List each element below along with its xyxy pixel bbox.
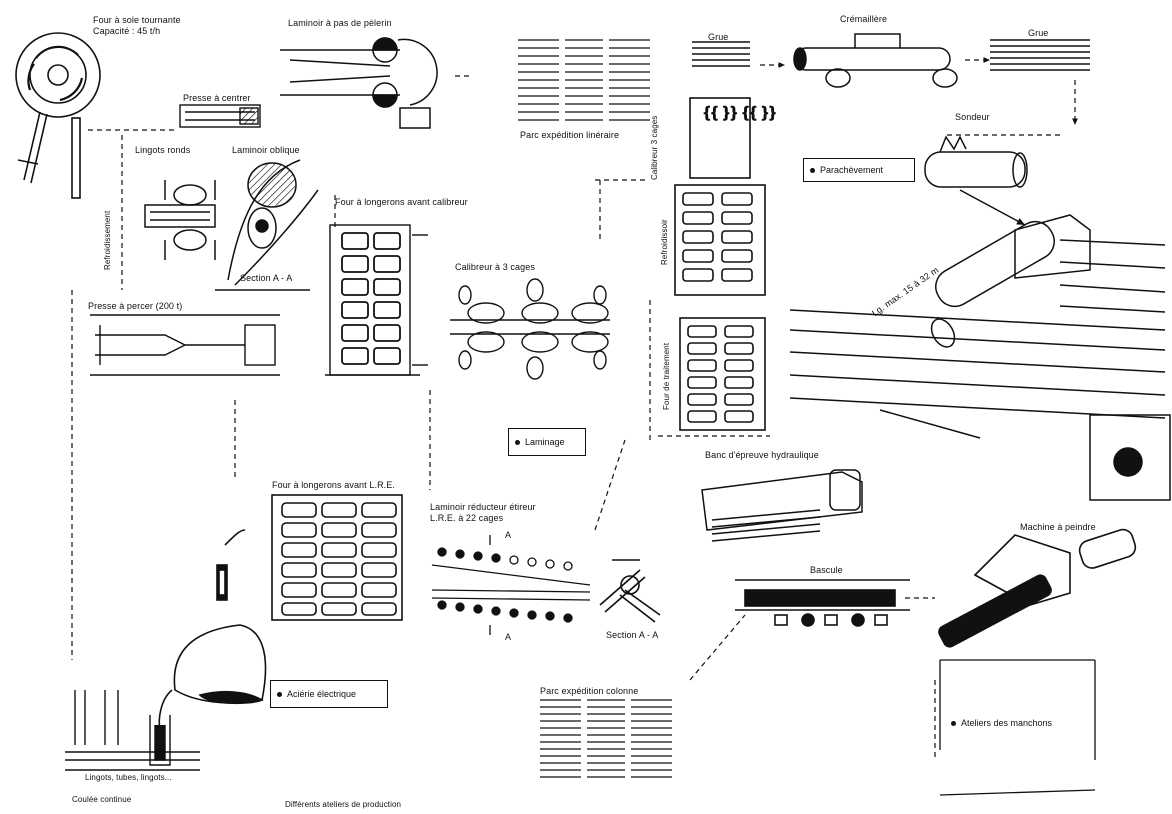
label-calibreur-vert: Calibreur 3 cages	[650, 116, 660, 180]
scale	[735, 580, 910, 626]
label-calibreur-3: Calibreur à 3 cages	[455, 262, 535, 272]
label-grue-1: Grue	[708, 32, 728, 42]
bullet-dot-icon	[277, 692, 282, 697]
label-a-bottom: A	[505, 632, 511, 642]
piercing-press	[90, 315, 280, 375]
label-refroidissement-vert: Refroidissement	[103, 211, 113, 270]
straightener-stack: {{ }} {{ }}	[675, 98, 776, 430]
label-grue-2: Grue	[1028, 28, 1048, 38]
label-machine-peindre: Machine à peindre	[1020, 522, 1096, 532]
box-acierie-text: Aciérie électrique	[287, 689, 356, 699]
finishing-pipe	[925, 137, 1027, 187]
shipping-park-column	[540, 696, 672, 781]
box-parachevement-text: Parachèvement	[820, 165, 883, 175]
label-sondeur: Sondeur	[955, 112, 990, 122]
label-laminoir-oblique: Laminoir oblique	[232, 145, 300, 155]
pilger-mill	[280, 38, 437, 128]
section-aa-cross	[600, 560, 660, 622]
label-section-aa-1: Section A - A	[240, 273, 292, 283]
box-ateliers-manchons: Ateliers des manchons	[945, 710, 1090, 736]
label-capacite: Capacité : 45 t/h	[93, 26, 160, 36]
shipping-park-linear	[518, 36, 650, 124]
label-banc-epreuve: Banc d'épreuve hydraulique	[705, 450, 819, 460]
label-lre-cages: L.R.E. à 22 cages	[430, 513, 503, 523]
walking-beam-furnace-2	[272, 495, 402, 620]
label-four-sole-tournante: Four à sole tournante	[93, 15, 181, 25]
crane-2	[990, 40, 1090, 70]
ladle	[159, 530, 265, 730]
paint-machine	[937, 527, 1138, 649]
label-lingots-tubes: Lingots, tubes, lingots...	[85, 773, 172, 783]
cutting-station	[790, 190, 1170, 500]
calibrator	[450, 279, 610, 379]
label-four-longerons-lre: Four à longerons avant L.R.E.	[272, 480, 395, 490]
label-caption: Différents ateliers de production	[285, 800, 401, 810]
bullet-dot-icon	[810, 168, 815, 173]
box-laminage: Laminage	[508, 428, 586, 456]
stretch-reducing-mill	[432, 535, 590, 635]
label-bascule: Bascule	[810, 565, 843, 575]
bullet-dot-icon	[515, 440, 520, 445]
box-ateliers-manchons-text: Ateliers des manchons	[961, 718, 1052, 728]
centering-press	[180, 105, 260, 127]
bullet-dot-icon	[951, 721, 956, 726]
box-parachevement: Parachèvement	[803, 158, 915, 182]
label-parc-lineraire: Parc expédition linéraire	[520, 130, 619, 140]
box-acierie: Aciérie électrique	[270, 680, 388, 708]
label-laminoir-pelerin: Laminoir à pas de pèlerin	[288, 18, 392, 28]
rotary-furnace	[16, 33, 100, 198]
box-laminage-text: Laminage	[525, 437, 565, 447]
label-refroidissoir-vert: Refroidissoir	[660, 219, 670, 265]
crane-1	[692, 42, 750, 66]
ingot-moulds	[65, 690, 200, 770]
rack-pipe	[794, 34, 957, 87]
label-presse-centrer: Presse à centrer	[183, 93, 251, 103]
label-coulee: Coulée continue	[72, 795, 131, 805]
label-section-aa-2: Section A - A	[606, 630, 658, 640]
label-four-traitement-vert: Four de traitement	[662, 343, 672, 410]
label-four-longerons-calibreur: Four à longerons avant calibreur	[335, 197, 468, 207]
label-a-top: A	[505, 530, 511, 540]
oblique-mill	[145, 160, 318, 290]
svg-text:{{ }} {{ }}: {{ }} {{ }}	[703, 105, 776, 122]
label-lingots-ronds: Lingots ronds	[135, 145, 190, 155]
walking-beam-furnace-1	[325, 225, 428, 375]
label-presse-percer: Presse à percer (200 t)	[88, 301, 182, 311]
label-cremaillere: Crémaillère	[840, 14, 887, 24]
label-parc-colonne: Parc expédition colonne	[540, 686, 638, 696]
label-laminoir-reducteur: Laminoir réducteur étireur	[430, 502, 536, 512]
hydraulic-test-bench	[702, 470, 862, 541]
